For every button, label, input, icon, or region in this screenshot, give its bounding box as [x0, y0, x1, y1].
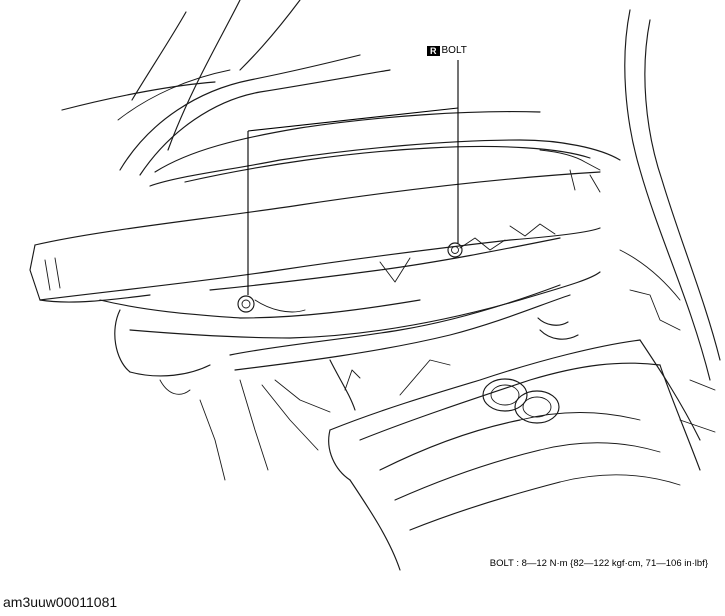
- hood-lines: [61, 0, 301, 151]
- cowl-panel: [119, 54, 621, 193]
- right-frame: [619, 9, 721, 433]
- bolt-left: [237, 295, 255, 313]
- torque-spec: BOLT : 8—12 N·m {82—122 kgf·cm, 71—106 i…: [489, 558, 708, 569]
- engine-bay-diagram: [29, 0, 721, 571]
- bolt-label: BOLT: [441, 45, 467, 56]
- bolt-leaders: [247, 60, 459, 295]
- bolt-callout: R BOLT: [427, 45, 467, 56]
- lower-frame: [114, 284, 571, 481]
- replace-badge: R: [427, 45, 440, 56]
- figure-id: am3uuw00011081: [3, 594, 118, 610]
- engine-cover: [328, 317, 701, 571]
- bolt-right: [447, 242, 463, 258]
- cowl-cover: [29, 171, 601, 339]
